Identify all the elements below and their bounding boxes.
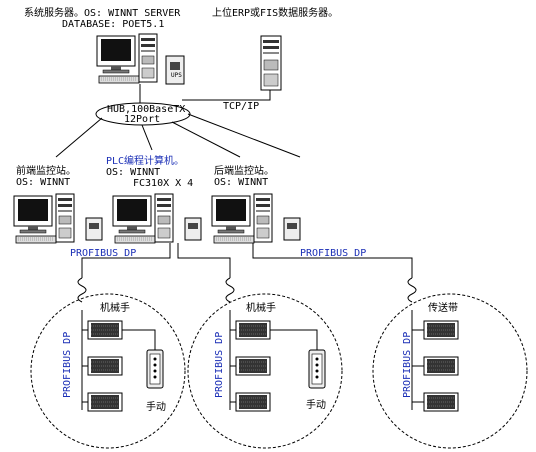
plc-computer-os: OS: WINNT: [106, 167, 161, 178]
zone-3-devices: [411, 310, 459, 412]
front-station-os: OS: WINNT: [16, 177, 71, 188]
system-server-computer: [96, 33, 158, 84]
zone-1-boundary: [30, 293, 186, 449]
profibus-label-right: PROFIBUS DP: [300, 248, 367, 259]
zone-1-panel-label: 手动: [146, 402, 166, 413]
front-station-aux: [85, 217, 103, 241]
hub-label: HUB,100BaseTX: [107, 104, 186, 115]
hub-ellipse: [95, 102, 191, 126]
hub-ports-label: 12Port: [124, 114, 161, 125]
zone-1-devices: [81, 310, 164, 412]
tcpip-label: TCP/IP: [223, 101, 260, 112]
zone-3-title: 传送带: [428, 303, 458, 314]
front-station-label: 前端监控站。: [16, 166, 76, 177]
database-label: DATABASE: POET5.1: [62, 19, 165, 30]
hub-link-front: [55, 117, 103, 158]
system-server-label: 系统服务器。OS: WINNT SERVER: [24, 8, 181, 19]
tcpip-link: [182, 90, 271, 101]
zone-3-bus-label: PROFIBUS DP: [402, 331, 413, 398]
upper-data-server: [260, 35, 282, 91]
zone-1-bus-label: PROFIBUS DP: [62, 331, 73, 398]
profibus-label-left: PROFIBUS DP: [70, 248, 137, 259]
plc-cards-label: FC310X X 4: [133, 178, 194, 189]
hub-link-extra: [187, 113, 301, 158]
zone-2-panel-label: 手动: [306, 400, 326, 411]
zone-2-boundary: [187, 293, 343, 449]
zone-2-devices: [229, 310, 326, 412]
ups-unit: [165, 55, 185, 85]
plc-computer-label: PLC编程计算机。: [106, 156, 185, 167]
ups-label: UPS: [171, 72, 182, 79]
plc-programming-computer: [112, 193, 174, 244]
hub-link-rear: [171, 121, 241, 158]
rear-station-label: 后端监控站。: [214, 166, 274, 177]
hub-link-plc: [141, 124, 153, 151]
plc-aux: [184, 217, 202, 241]
rear-monitoring-station: [211, 193, 273, 244]
front-monitoring-station: [13, 193, 75, 244]
upper-server-label: 上位ERP或FIS数据服务器。: [212, 8, 339, 19]
zone-2-bus-label: PROFIBUS DP: [214, 331, 225, 398]
rear-station-os: OS: WINNT: [214, 177, 269, 188]
zone-3-boundary: [372, 293, 528, 449]
zone-1-title: 机械手: [100, 303, 130, 314]
profibus-backbone: [77, 243, 417, 303]
rear-station-aux: [283, 217, 301, 241]
zone-2-title: 机械手: [246, 303, 276, 314]
